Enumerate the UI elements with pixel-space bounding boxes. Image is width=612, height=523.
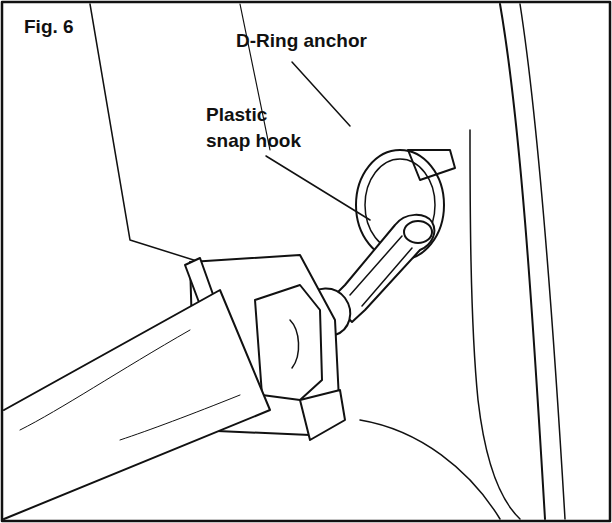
part-label: D-Ring anchor [236,28,367,54]
figure-number: Fig. 6 [24,14,74,40]
part-label: Plastic snap hook [206,102,310,154]
